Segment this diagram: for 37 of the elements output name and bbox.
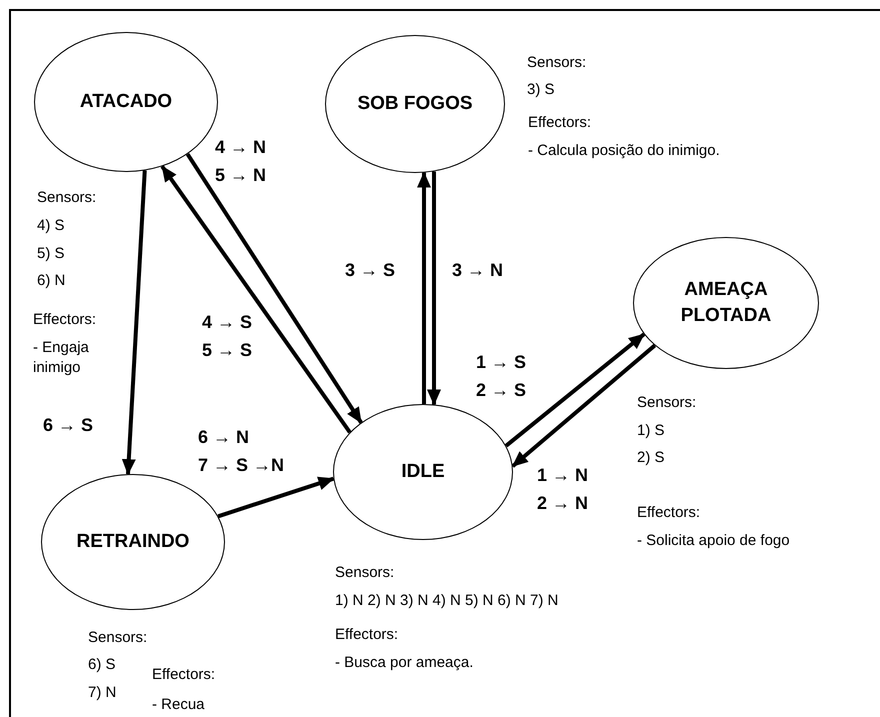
state-note: - Engaja inimigo: [33, 338, 90, 378]
arrow: [417, 172, 431, 404]
arrow: [218, 476, 334, 518]
state-note: 4) S: [37, 216, 65, 236]
state-name: ATACADO: [80, 90, 172, 114]
state-note: Effectors:: [335, 625, 398, 645]
state-note: 5) S: [37, 244, 65, 264]
arrow: [427, 171, 441, 406]
state-note: Sensors:: [37, 188, 96, 208]
state-note: Effectors:: [33, 310, 96, 330]
state-note: 2) S: [637, 448, 665, 468]
state-note: Sensors:: [637, 393, 696, 413]
state-note: - Calcula posição do inimigo.: [528, 141, 720, 161]
state-name: SOB FOGOS: [357, 92, 473, 116]
state-note: 6) N: [37, 271, 66, 291]
arrow: [511, 344, 656, 468]
state-name: AMEAÇA PLOTADA: [680, 278, 772, 328]
state-note: Sensors:: [88, 628, 148, 648]
state-note: Sensors:: [527, 53, 586, 73]
state-note: 6) S: [88, 655, 116, 675]
state-note: 7) N: [88, 683, 116, 703]
arrow: [160, 165, 352, 434]
arrow: [504, 332, 646, 448]
state-note: Effectors:: [637, 503, 700, 523]
arrow: [122, 170, 147, 476]
state-note: Sensors:: [335, 563, 394, 583]
arrow: [186, 152, 363, 424]
state-note: 1) S: [637, 421, 665, 441]
state-note: Effectors:: [152, 665, 216, 685]
state-note: - Busca por ameaça.: [335, 653, 474, 673]
state-note: - Solicita apoio de fogo: [637, 531, 790, 551]
state-note: 1) N 2) N 3) N 4) N 5) N 6) N 7) N: [335, 591, 558, 611]
state-name: IDLE: [401, 460, 445, 484]
state-note: - Recua: [152, 695, 205, 715]
state-note: 3) S: [527, 80, 555, 100]
state-note: Effectors:: [528, 113, 592, 133]
state-name: RETRAINDO: [76, 530, 190, 554]
